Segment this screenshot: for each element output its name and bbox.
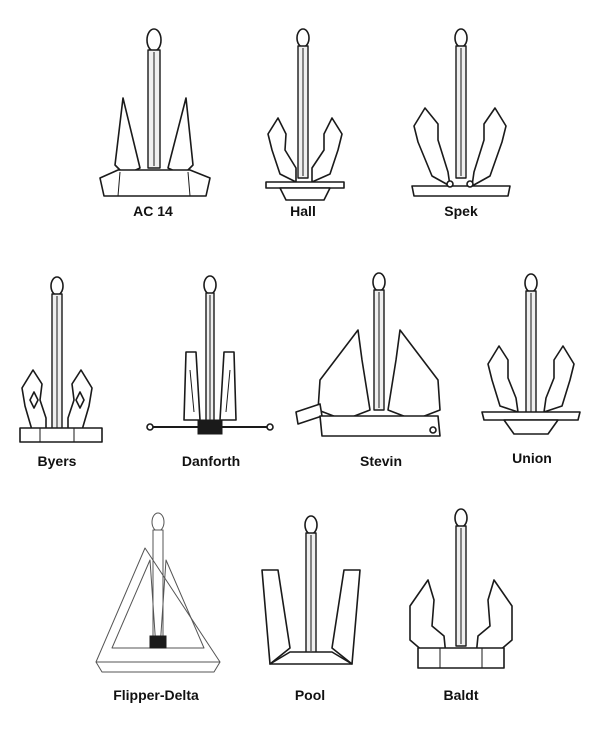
label-union: Union [512, 450, 552, 466]
anchor-union: Union [481, 273, 581, 466]
anchor-spek: Spek [411, 28, 511, 219]
label-flipper-delta: Flipper-Delta [113, 687, 199, 703]
anchor-danforth: Danforth [146, 275, 274, 469]
anchor-hall: Hall [265, 28, 345, 219]
label-stevin: Stevin [360, 453, 402, 469]
label-baldt: Baldt [444, 687, 479, 703]
label-pool: Pool [295, 687, 325, 703]
label-byers: Byers [38, 453, 77, 469]
anchor-pool: Pool [261, 515, 361, 703]
anchor-byers: Byers [19, 276, 103, 469]
anchor-baldt: Baldt [409, 508, 513, 703]
anchor-flipper-delta: Flipper-Delta [95, 512, 221, 703]
label-danforth: Danforth [182, 453, 240, 469]
anchor-stevin: Stevin [295, 272, 441, 469]
label-hall: Hall [290, 203, 316, 219]
label-spek: Spek [444, 203, 478, 219]
label-ac14: AC 14 [133, 203, 173, 219]
anchor-ac14: AC 14 [99, 28, 211, 219]
